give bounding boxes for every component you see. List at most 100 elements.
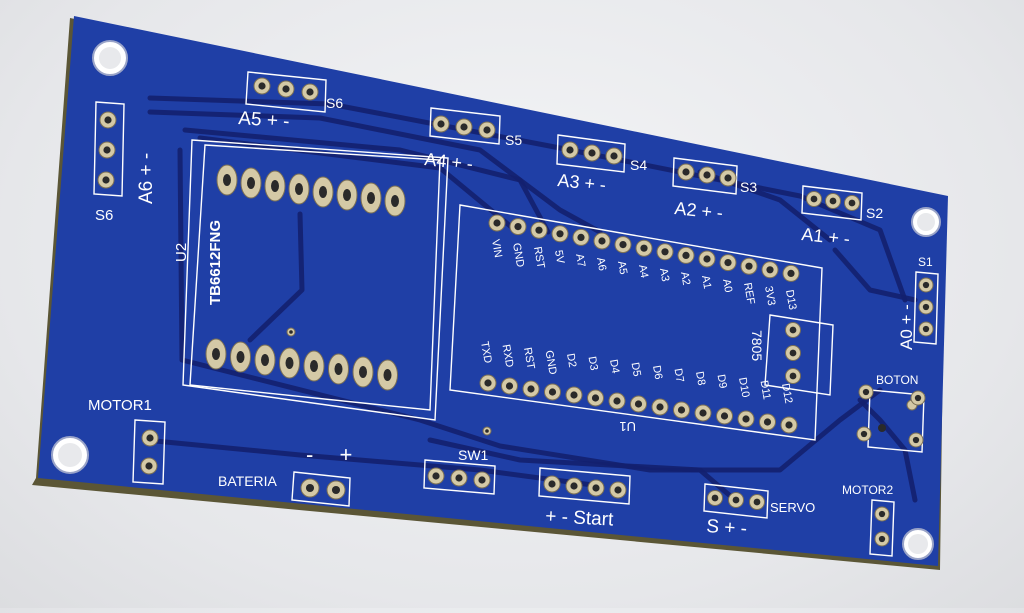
- pin-label-bottom: D12: [779, 382, 794, 404]
- header-pad-hole: [922, 303, 930, 311]
- arduino-pad-hole: [745, 262, 753, 270]
- arduino-pad-hole: [763, 418, 772, 426]
- label-driver: TB6612FNG: [207, 220, 224, 305]
- pin-label-bottom: GND: [543, 349, 559, 375]
- header-pad-hole: [306, 88, 314, 96]
- u2-driver-module: [182, 139, 449, 421]
- header-pad-hole: [432, 472, 440, 480]
- pin-label-bottom: D2: [564, 352, 578, 368]
- header-pad-hole: [478, 476, 486, 484]
- driver-pad-hole: [261, 354, 269, 366]
- arduino-pad-hole: [514, 223, 522, 231]
- arduino-pad-hole: [556, 230, 564, 238]
- header-outlines: [93, 71, 939, 557]
- label-s4: S4: [630, 157, 647, 173]
- pin-label-top: RST: [531, 246, 547, 270]
- driver-pad-hole: [236, 351, 245, 363]
- header-pad-hole: [282, 85, 290, 93]
- header-pad-hole: [104, 116, 112, 124]
- header-pad-hole: [810, 195, 818, 203]
- header-pad-hole: [878, 535, 886, 543]
- header-pad-hole: [331, 485, 341, 495]
- copper-traces: [142, 95, 918, 503]
- label-bateria: BATERIA: [218, 473, 278, 489]
- pin-label-top: A6: [594, 256, 608, 271]
- driver-pad-hole: [359, 366, 367, 378]
- arduino-pad-hole: [724, 259, 732, 267]
- header-pad-hole: [437, 120, 445, 128]
- label-reg: 7805: [749, 330, 765, 361]
- header-pad-hole: [305, 483, 315, 493]
- arduino-pad-hole: [682, 251, 690, 259]
- arduino-pad-hole: [742, 415, 750, 423]
- driver-pad-hole: [367, 192, 375, 204]
- arduino-pad-hole: [598, 237, 606, 245]
- arduino-pad-hole: [527, 385, 535, 393]
- label-u2: U2: [173, 243, 190, 262]
- label-s6-left: S6: [95, 207, 113, 224]
- u1-arduino-nano: [449, 204, 834, 441]
- arduino-pad-hole: [570, 391, 578, 399]
- driver-pad-hole: [391, 195, 399, 207]
- driver-pad-hole: [334, 363, 343, 375]
- pin-label-bottom: D5: [629, 361, 643, 377]
- header-pad-hole: [829, 197, 837, 205]
- pin-label-top: D13: [783, 289, 798, 311]
- header-pad-hole: [610, 152, 618, 160]
- header-pad-hole: [566, 146, 574, 154]
- pin-label-bottom: RST: [521, 346, 537, 370]
- pin-label-top: VIN: [489, 238, 504, 258]
- arduino-pad-hole: [720, 412, 729, 420]
- arduino-pad-hole: [548, 388, 557, 396]
- arduino-pad-hole: [787, 269, 795, 277]
- driver-pad-hole: [319, 186, 327, 198]
- pin-label-bottom: D3: [586, 355, 600, 371]
- header-pad-hole: [878, 510, 886, 518]
- arduino-pad-hole: [493, 219, 501, 227]
- driver-pad-hole: [310, 360, 318, 372]
- header-pad-hole: [146, 434, 154, 442]
- pin-label-bottom: D7: [672, 367, 686, 383]
- driver-pad-hole: [383, 369, 392, 381]
- pin-label-bottom: TXD: [478, 340, 494, 364]
- driver-pad-hole: [223, 174, 231, 186]
- driver-pad-hole: [285, 357, 294, 369]
- header-pad-hole: [711, 494, 719, 502]
- header-pad-hole: [682, 168, 690, 176]
- arduino-pad-hole: [656, 403, 664, 411]
- header-pad-hole: [548, 480, 556, 488]
- header-pad-hole: [922, 281, 930, 289]
- arduino-pad-hole: [699, 409, 707, 417]
- label-a5: A5 + -: [238, 108, 291, 133]
- arduino-pad-hole: [505, 382, 514, 390]
- regulator-pad-hole: [789, 326, 797, 334]
- label-motor1: MOTOR1: [88, 397, 152, 414]
- pin-label-top: REF: [741, 282, 757, 306]
- driver-pad-hole: [295, 183, 303, 195]
- pin-label-bottom: D9: [715, 373, 729, 389]
- label-a6: A6 + -: [136, 153, 157, 204]
- header-pad-hole: [922, 325, 930, 333]
- header-pad-hole: [258, 82, 266, 90]
- header-pad-hole: [724, 174, 732, 182]
- label-start: + - Start: [545, 506, 615, 531]
- label-a0: A0 + -: [897, 304, 916, 350]
- pin-label-bottom: RXD: [500, 343, 516, 368]
- header-pad-hole: [588, 149, 596, 157]
- pin-label-top: A2: [678, 271, 692, 286]
- arduino-pad-hole: [613, 397, 621, 405]
- label-bat-pol: - +: [306, 442, 362, 467]
- switch-pad-hole: [860, 430, 868, 438]
- via-hole: [485, 429, 489, 433]
- header-pad-hole: [102, 176, 110, 184]
- label-servo: SERVO: [770, 500, 815, 515]
- header-pad-hole: [483, 126, 491, 134]
- board-surface: [38, 16, 948, 566]
- via-hole: [289, 330, 293, 334]
- arduino-pad-hole: [484, 379, 492, 387]
- header-pad-hole: [570, 482, 578, 490]
- arduino-pad-hole: [661, 248, 669, 256]
